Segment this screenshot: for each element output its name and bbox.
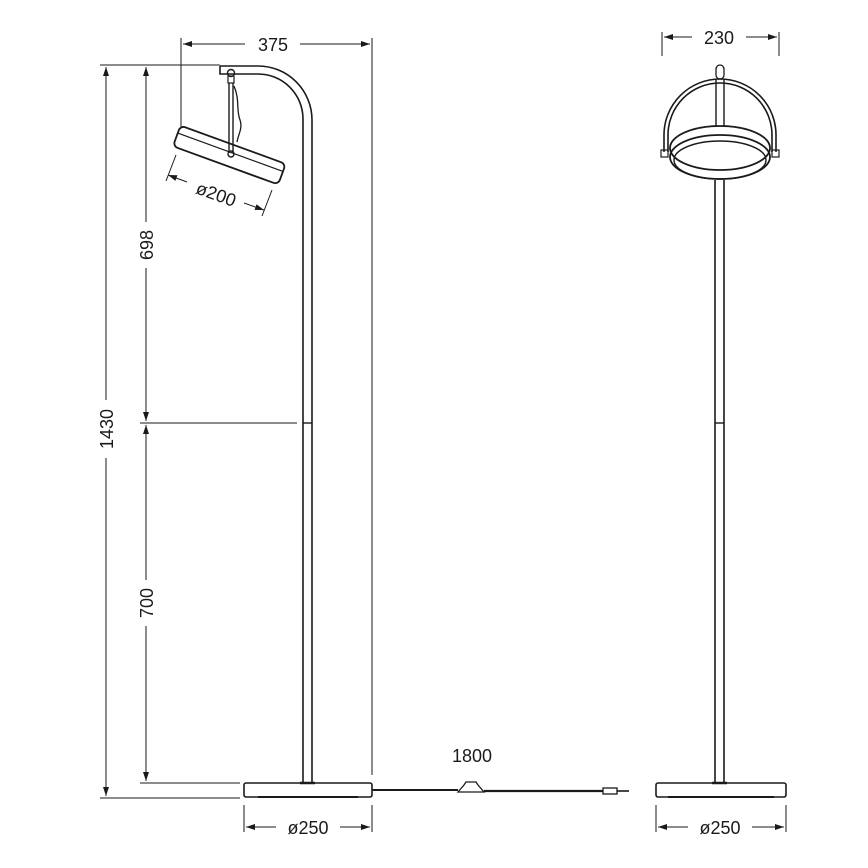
shade-hanger — [226, 68, 242, 158]
dimension-width-375: 375 — [180, 35, 373, 775]
cable-length-label: 1800 — [452, 746, 492, 766]
base-diameter-label-side: ø250 — [287, 818, 328, 838]
power-cable: 1800 — [372, 746, 629, 795]
dimension-upper-height-698: 698 — [137, 67, 157, 421]
lamp-pole-front — [714, 180, 725, 783]
base-diameter-label-front: ø250 — [699, 818, 740, 838]
dimension-width-230: 230 — [661, 28, 780, 56]
side-view: 375 1430 698 700 — [97, 35, 629, 838]
dimension-base-diameter-side: ø250 — [243, 805, 373, 838]
dimension-total-height-1430: 1430 — [97, 67, 117, 796]
shade-yoke — [660, 64, 780, 158]
dimension-shade-diameter-200: ø200 — [165, 154, 273, 217]
lamp-base-side — [243, 781, 373, 798]
dimension-base-diameter-front: ø250 — [655, 805, 787, 838]
lamp-base-front — [655, 781, 787, 798]
total-height-label: 1430 — [97, 409, 117, 449]
front-view: 230 — [655, 28, 787, 838]
front-width-label: 230 — [704, 28, 734, 48]
shade-diameter-label: ø200 — [193, 178, 238, 211]
width-label: 375 — [258, 35, 288, 55]
upper-height-label: 698 — [137, 230, 157, 260]
plug-icon — [602, 787, 618, 795]
lamp-pole — [219, 65, 313, 783]
lamp-shade-side — [173, 126, 286, 185]
lamp-shade-front — [669, 125, 771, 180]
dimension-lower-height-700: 700 — [137, 425, 157, 781]
foot-switch — [456, 781, 486, 793]
lower-height-label: 700 — [137, 588, 157, 618]
